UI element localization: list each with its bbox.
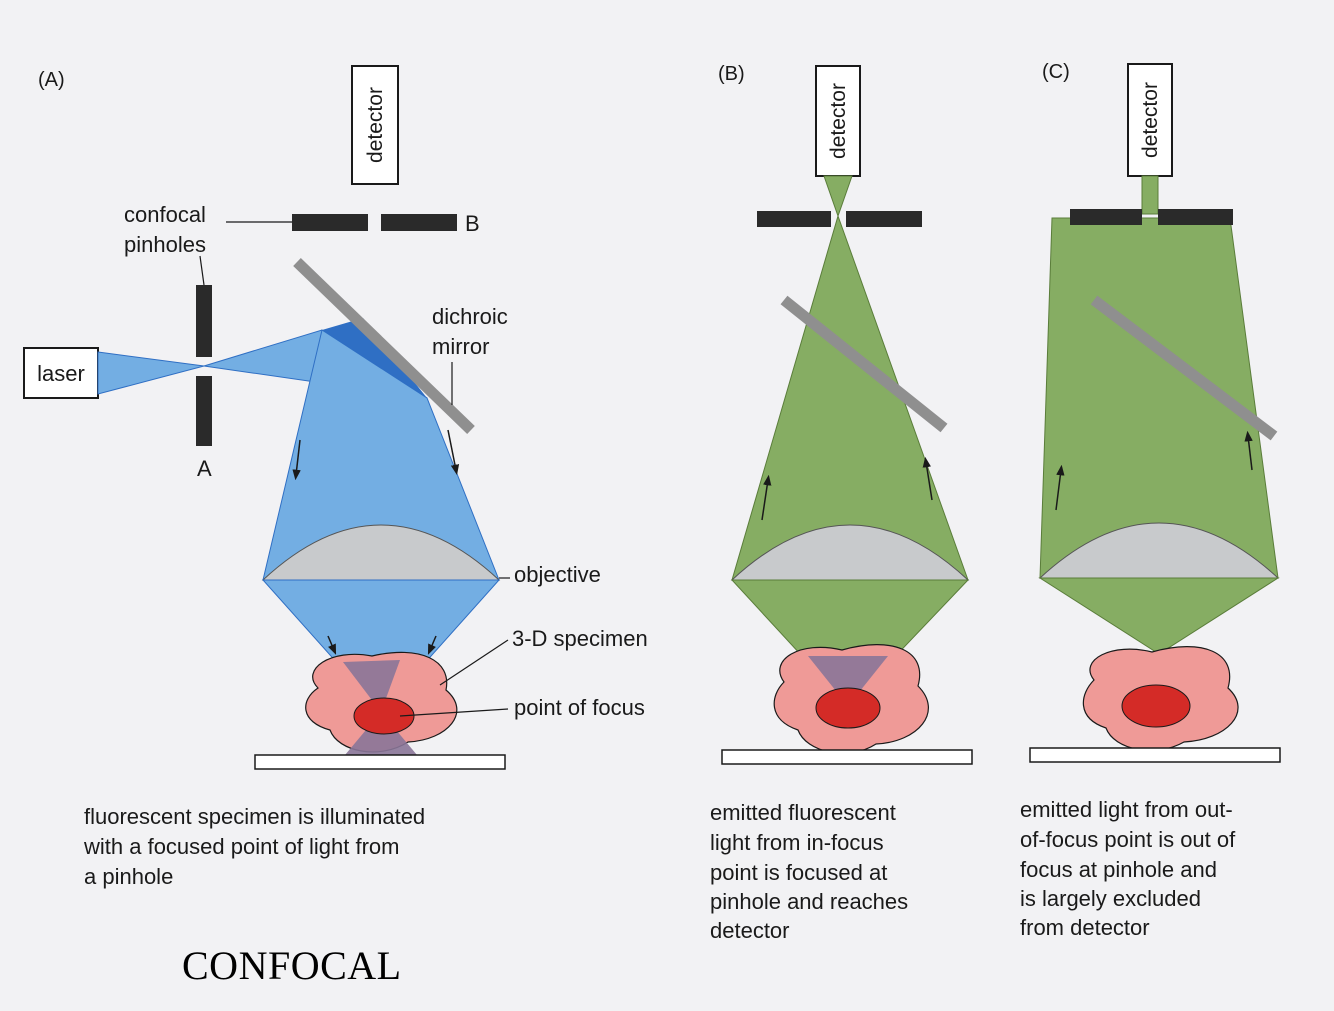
- slide-a: [254, 754, 506, 770]
- panel-a-label: (A): [38, 69, 65, 91]
- panel-c-light-to-detector: [1141, 175, 1159, 215]
- panel-b-slide: [721, 749, 973, 765]
- point-of-focus-label: point of focus: [514, 695, 645, 720]
- focal-point-a: [353, 697, 415, 735]
- panel-b-pinhole-right: [846, 211, 922, 227]
- specimen-label: 3-D specimen: [512, 626, 648, 651]
- panel-b: (B) detector emitted fluorescent light f…: [710, 63, 973, 943]
- panel-c-objective-lens: [1038, 522, 1280, 579]
- panel-b-specimen-cone: [808, 656, 888, 706]
- mirror-reflection-zone: [322, 318, 427, 398]
- caption-a-line3: a pinhole: [84, 864, 173, 889]
- panel-a: (A) detector B laser A confocal pinholes: [23, 65, 648, 889]
- panel-c-out-of-focus-point: [1121, 684, 1191, 728]
- laser-box: [23, 347, 99, 399]
- panel-c-pinhole-left: [1070, 209, 1142, 225]
- panel-c-detector-label: detector: [1139, 82, 1162, 158]
- arrow-focus-left: [327, 635, 337, 655]
- panel-a-detector-label: detector: [364, 87, 387, 163]
- caption-b-line1: emitted fluorescent: [710, 800, 896, 825]
- arrow-down-left: [292, 439, 301, 481]
- panel-c: (C) detector emitted light from out- of-…: [1020, 61, 1281, 940]
- panel-b-dichroic-mirror: [780, 295, 948, 433]
- panel-b-detector-label: detector: [827, 83, 850, 159]
- caption-c-line1: emitted light from out-: [1020, 797, 1233, 822]
- panel-b-label: (B): [718, 63, 745, 85]
- panel-b-focus-cone: [730, 579, 970, 707]
- arrow-down-right: [447, 429, 460, 476]
- confocal-pinholes-label-line1: confocal: [124, 202, 206, 227]
- panel-b-focal-point: [815, 687, 881, 729]
- panel-b-pinhole-left: [757, 211, 831, 227]
- caption-c-line4: is largely excluded: [1020, 886, 1201, 911]
- caption-a-line1: fluorescent specimen is illuminated: [84, 804, 425, 829]
- dichroic-mirror-label-line1: dichroic: [432, 304, 508, 329]
- pinhole-b-right: [381, 214, 457, 231]
- pinhole-b-left: [292, 214, 368, 231]
- panel-b-objective-lens: [730, 524, 970, 581]
- panel-b-arrow-up-right: [922, 456, 933, 501]
- caption-a-line2: with a focused point of light from: [83, 834, 400, 859]
- caption-c-line5: from detector: [1020, 915, 1150, 940]
- panel-c-focus-cone: [1038, 577, 1280, 655]
- point-of-focus-leader: [399, 708, 509, 717]
- caption-b-line3: point is focused at: [710, 860, 887, 885]
- pinhole-a-top: [196, 285, 212, 357]
- confocal-pinholes-leader-a: [199, 255, 205, 286]
- caption-c-line2: of-focus point is out of: [1020, 827, 1236, 852]
- panel-c-arrow-up-right: [1244, 430, 1253, 471]
- arrow-focus-right: [427, 635, 437, 655]
- pinhole-a-label: A: [197, 456, 212, 481]
- panel-c-label: (C): [1042, 61, 1070, 83]
- pinhole-b-label: B: [465, 211, 480, 236]
- focus-cone: [261, 579, 501, 713]
- objective-lens: [261, 524, 501, 581]
- panel-b-light-to-detector: [823, 175, 853, 218]
- dichroic-mirror-a: [293, 258, 475, 434]
- panel-c-arrow-up-left: [1055, 464, 1065, 511]
- panel-c-detector-box: [1127, 63, 1173, 177]
- specimen-leader: [439, 639, 509, 686]
- diagram-title: CONFOCAL: [182, 943, 402, 988]
- panel-c-dichroic-mirror: [1090, 295, 1278, 441]
- pinhole-a-bottom: [196, 376, 212, 446]
- panel-c-slide: [1029, 747, 1281, 763]
- panel-b-arrow-up-left: [761, 474, 772, 521]
- laser-label: laser: [37, 361, 85, 386]
- caption-b-line5: detector: [710, 918, 790, 943]
- caption-b-line4: pinhole and reaches: [710, 889, 908, 914]
- dichroic-mirror-label-line2: mirror: [432, 334, 489, 359]
- panel-b-detector-box: [815, 65, 861, 177]
- caption-b-line2: light from in-focus: [710, 830, 884, 855]
- objective-label: objective: [514, 562, 601, 587]
- caption-c-line3: focus at pinhole and: [1020, 857, 1217, 882]
- panel-c-pinhole-right: [1158, 209, 1233, 225]
- confocal-pinholes-label-line2: pinholes: [124, 232, 206, 257]
- laser-beam-converge: [97, 351, 205, 395]
- panel-a-detector-box: [351, 65, 399, 185]
